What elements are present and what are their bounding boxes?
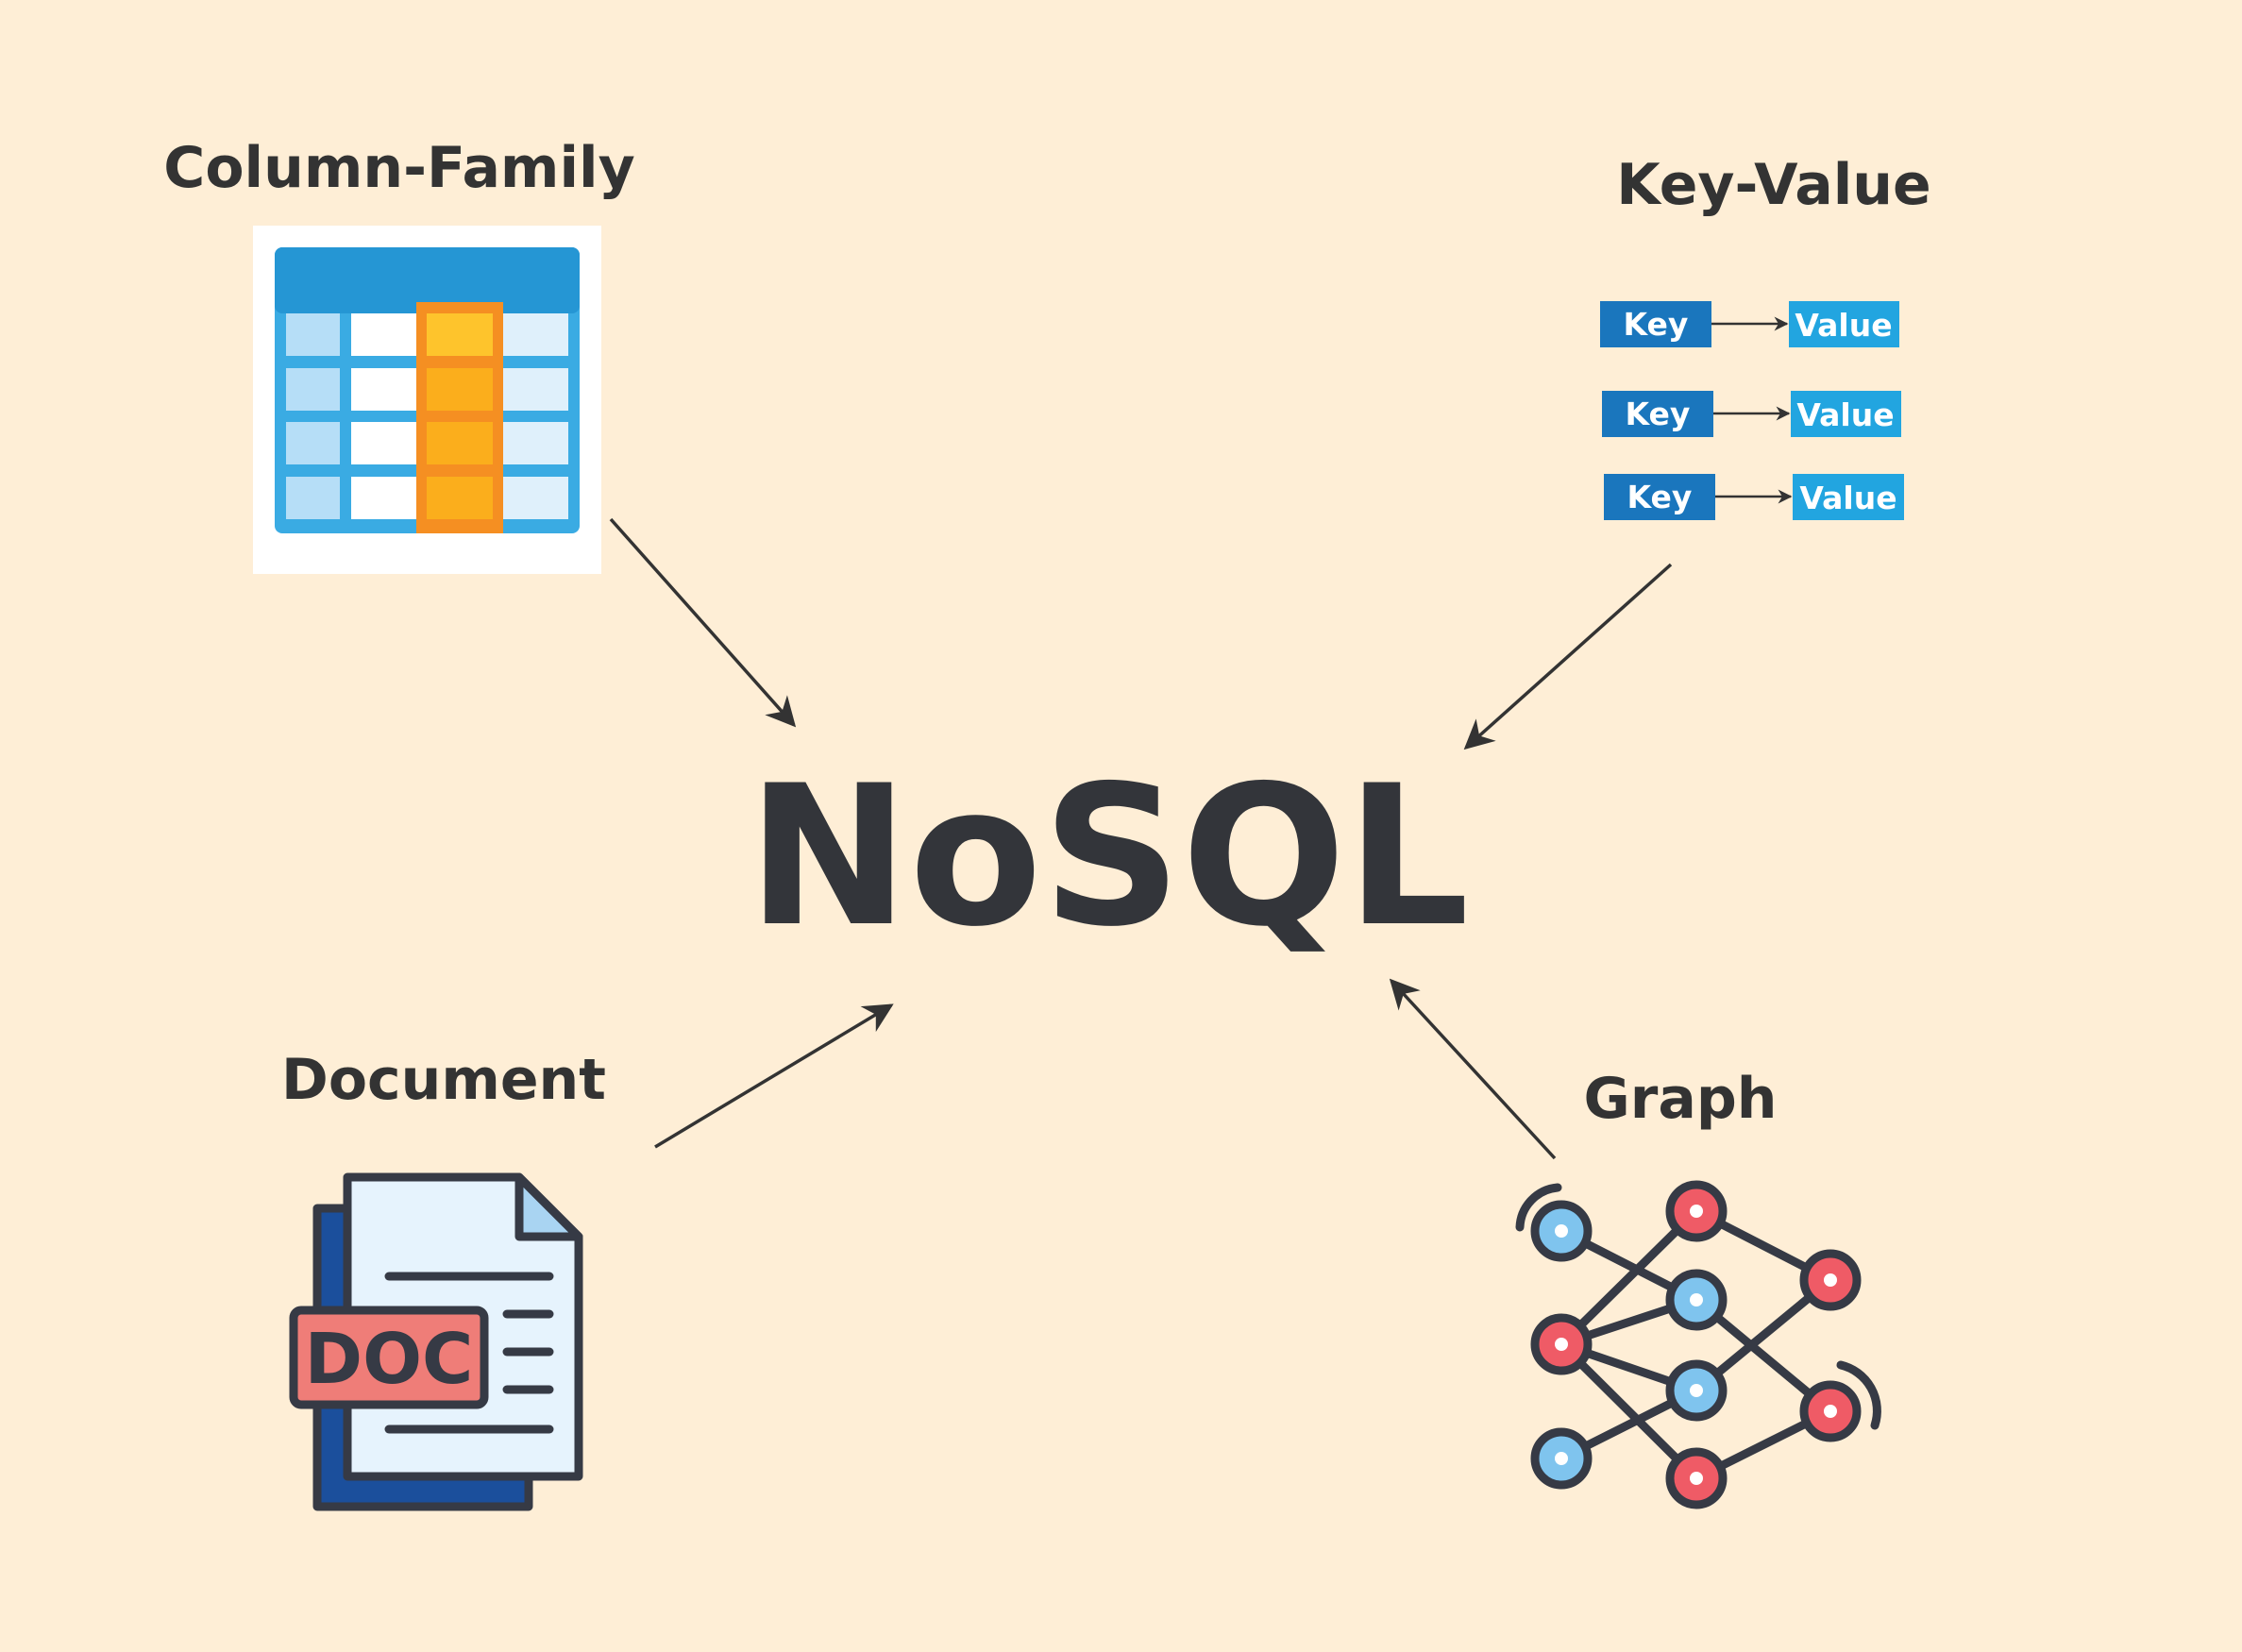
document-label: Document	[281, 1047, 606, 1113]
arrow-document	[654, 1003, 894, 1149]
graph-label: Graph	[1584, 1066, 1778, 1132]
arrow-graph	[1389, 978, 1557, 1160]
document-icon: DOC	[289, 1172, 583, 1511]
key-value-icon: Key Value Key Value Key Value	[1600, 301, 1904, 520]
value-text: Value	[1796, 396, 1894, 433]
graph-icon	[1515, 1180, 1881, 1509]
arrow-column-family	[609, 517, 797, 728]
key-value-label: Key-Value	[1616, 152, 1930, 218]
kv-pair: Key Value	[1600, 301, 1899, 347]
nosql-title: NoSQL	[748, 745, 1470, 969]
value-text: Value	[1799, 480, 1896, 516]
key-text: Key	[1627, 479, 1693, 515]
arrow-key-value	[1463, 563, 1673, 750]
doc-badge-text: DOC	[305, 1319, 474, 1400]
key-text: Key	[1624, 306, 1689, 343]
kv-pair: Key Value	[1604, 474, 1904, 520]
value-text: Value	[1795, 307, 1892, 344]
column-family-label: Column-Family	[163, 135, 634, 201]
table-icon	[253, 226, 601, 574]
key-text: Key	[1626, 396, 1691, 432]
kv-pair: Key Value	[1602, 391, 1901, 437]
